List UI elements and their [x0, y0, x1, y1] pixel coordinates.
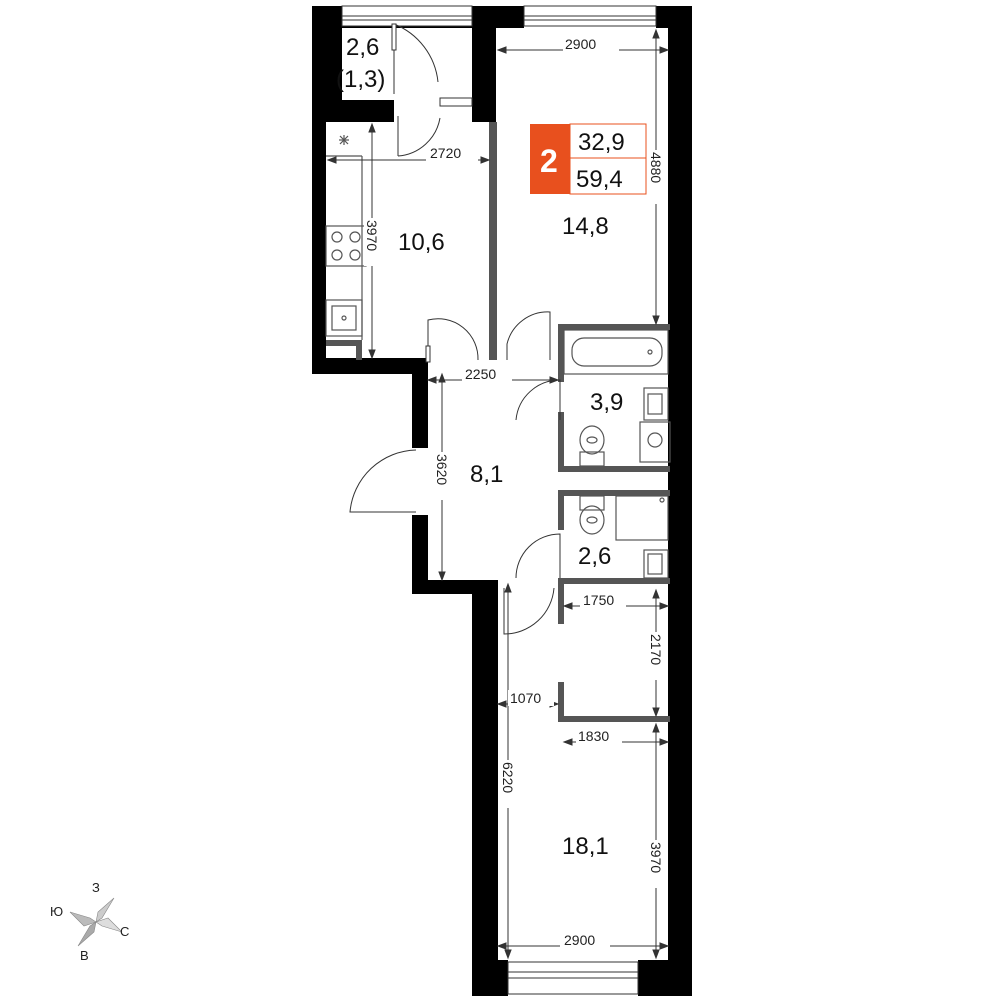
door-kitchen: [427, 318, 479, 361]
dim-hall-width: 2250: [465, 366, 496, 382]
dim-top-width: 2900: [565, 36, 596, 52]
total-area: 59,4: [576, 166, 623, 193]
room-area-kitchen: 10,6: [398, 229, 445, 256]
door-balcony: [393, 23, 439, 94]
room-labels: 2,6 (1,3) 10,6 14,8 8,1 3,9 2,6 18,1: [336, 34, 623, 860]
compass-west: Ю: [50, 904, 63, 919]
room-area-wc: 2,6: [578, 543, 611, 570]
stove-icon: [325, 225, 367, 267]
room-subarea-balcony: (1,3): [336, 66, 385, 93]
dim-hall-height: 3620: [434, 454, 450, 485]
door-bathroom: [515, 379, 561, 421]
door-wc: [515, 533, 561, 579]
dim-corridor-width: 1070: [510, 690, 541, 706]
dim-bedroom1-height: 4880: [648, 152, 664, 183]
doors: [349, 23, 561, 635]
toilet-icon: [579, 425, 605, 467]
door-entrance: [349, 449, 417, 513]
sink-icon: [325, 299, 363, 337]
toilet-icon: [579, 495, 605, 535]
door-kitchen-balcony: [397, 116, 441, 157]
room-area-bathroom: 3,9: [590, 389, 623, 416]
compass-south: В: [80, 948, 89, 963]
room-count: 2: [540, 143, 558, 179]
room-area-bedroom-1: 14,8: [562, 213, 609, 240]
room-area-bedroom-2: 18,1: [562, 833, 609, 860]
walls: [312, 6, 692, 996]
room-area-balcony: 2,6: [346, 34, 379, 61]
dim-lower-height: 6220: [500, 762, 516, 793]
door-closet: [503, 587, 555, 635]
dim-closet-width: 1750: [583, 592, 614, 608]
door-bedroom-1: [506, 311, 551, 360]
washer-icon: [639, 421, 671, 463]
dimension-labels: 2900 4880 2720 3970 2250 3620 1750 2170 …: [364, 36, 664, 948]
living-area: 32,9: [578, 129, 625, 156]
room-count-box: [530, 124, 570, 194]
shower-icon: [615, 495, 669, 541]
dim-bottom-width: 2900: [564, 932, 595, 948]
fixtures: [325, 135, 671, 579]
partitions: [326, 122, 670, 722]
bathtub-icon: [563, 329, 669, 375]
dim-kitchen-width: 2720: [430, 145, 461, 161]
dim-lower-width: 1830: [578, 728, 609, 744]
dim-closet-height: 2170: [648, 634, 664, 665]
snowflake-icon: [339, 135, 349, 145]
window-kitchen: [439, 97, 473, 107]
compass-north: З: [92, 880, 100, 895]
compass-icon: З Ю С В: [50, 880, 129, 963]
dim-kitchen-height: 3970: [364, 220, 380, 251]
dim-bedroom2-height: 3970: [648, 842, 664, 873]
compass-east: С: [120, 924, 129, 939]
room-area-hall: 8,1: [470, 461, 503, 488]
sink-icon: [643, 549, 669, 579]
apartment-badge: 2 32,9 59,4: [530, 123, 647, 195]
windows: [341, 5, 657, 995]
sink-icon: [643, 387, 669, 421]
